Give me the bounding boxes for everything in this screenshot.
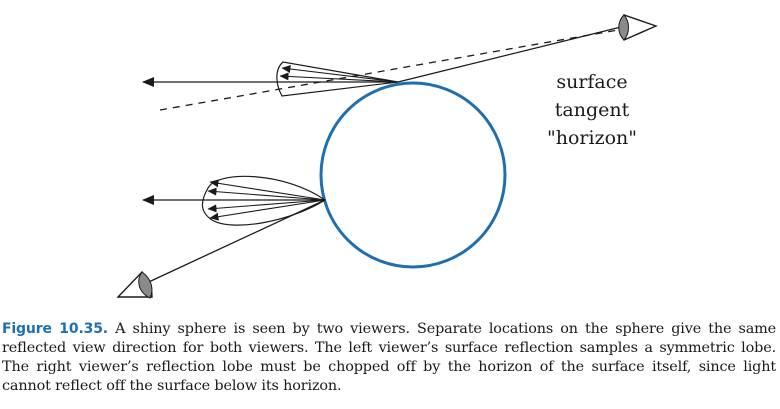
eye-icon <box>618 14 658 41</box>
lobe-sample-arrow <box>207 187 326 201</box>
figure-caption: Figure 10.35. A shiny sphere is seen by … <box>2 320 776 396</box>
lobe-sample-arrow <box>209 179 326 201</box>
symmetric-reflection-lobe <box>201 175 327 226</box>
horizon-annotation-line-1: surface <box>556 71 628 93</box>
right-viewer-view-ray <box>397 25 626 83</box>
lobe-sample-arrow <box>207 199 326 213</box>
horizon-annotation-line-3: "horizon" <box>547 127 637 149</box>
horizon-annotation-line-2: tangent <box>554 99 630 121</box>
eye-icon <box>116 270 153 299</box>
shiny-sphere <box>319 81 507 269</box>
chopped-reflection-lobe <box>276 61 399 97</box>
figure-diagram: surface tangent "horizon" <box>116 14 658 299</box>
lobe-sample-arrow <box>279 72 399 83</box>
left-viewer-view-ray <box>137 199 326 288</box>
caption-text: A shiny sphere is seen by two viewers. S… <box>2 321 776 394</box>
lobe-sample-arrow <box>209 199 326 221</box>
lobe-sample-arrow <box>281 65 399 83</box>
sphere-reflection-diagram <box>116 14 658 299</box>
figure-label: Figure 10.35. <box>2 321 108 337</box>
